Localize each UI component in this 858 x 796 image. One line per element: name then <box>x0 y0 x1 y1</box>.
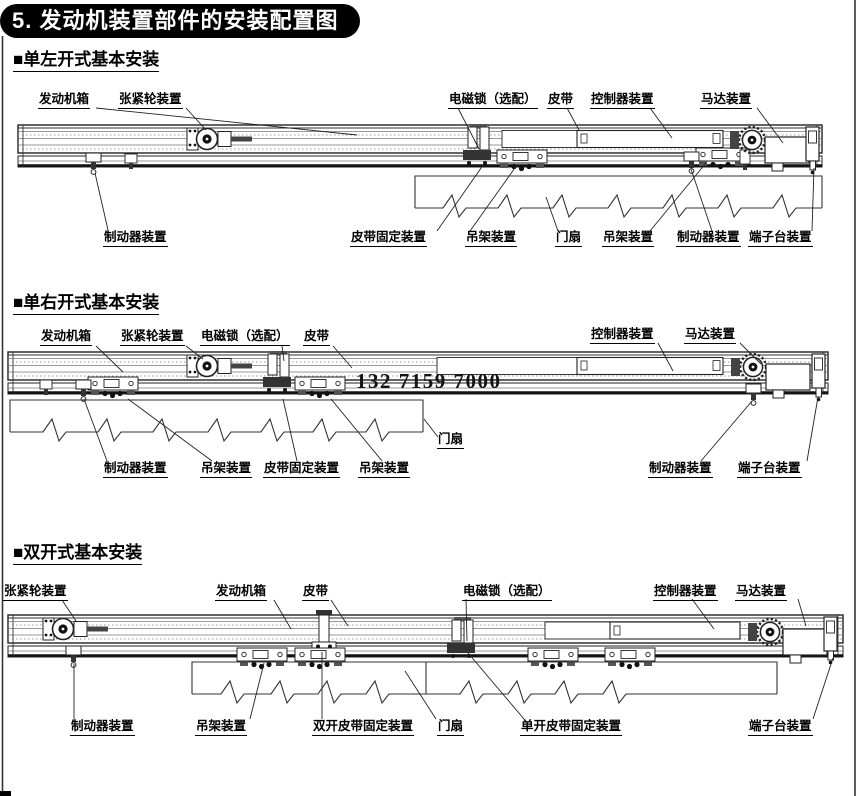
s2-hanger-rear <box>294 376 346 399</box>
s2-hanger-front <box>87 376 139 399</box>
s3-hanger-4 <box>604 647 656 670</box>
s2-door-label: 门扇 <box>437 432 465 449</box>
s1-brake-right-label: 制动器装置 <box>676 230 741 247</box>
page-title: 5. 发动机装置部件的安装配置图 <box>0 4 361 38</box>
s3-belt-section <box>544 621 611 640</box>
s2-motor-label: 马达装置 <box>684 327 737 344</box>
leader-lines-3 <box>61 598 834 720</box>
s1-tensioner-label: 张紧轮装置 <box>118 92 183 109</box>
section-3-heading: ■双开式基本安装 <box>13 538 143 565</box>
s1-controller-label: 控制器装置 <box>590 92 655 109</box>
s1-engine-box-label: 发动机箱 <box>38 92 91 109</box>
s3-belt-label: 皮带 <box>302 584 330 601</box>
s1-motor-label: 马达装置 <box>700 92 753 109</box>
s1-controller-box <box>576 129 724 149</box>
s1-belt-label: 皮带 <box>547 92 575 109</box>
s3-brake-left-label: 制动器装置 <box>70 719 135 736</box>
s1-hanger-front-label: 吊架装置 <box>465 230 518 247</box>
leader-lines-1 <box>94 107 815 232</box>
door-panel-1 <box>414 175 823 219</box>
s1-em-lock-label: 电磁锁（选配） <box>448 92 538 109</box>
s2-hanger-front-label: 吊架装置 <box>200 461 253 478</box>
s1-brake-left-label: 制动器装置 <box>103 230 168 247</box>
rail-1 <box>17 123 823 175</box>
s1-door-label: 门扇 <box>555 230 583 247</box>
s2-controller-box <box>576 356 724 376</box>
s1-belt-section <box>501 130 578 148</box>
rail-3 <box>7 609 844 670</box>
s3-hanger-3 <box>527 647 579 670</box>
s3-engine-box-label: 发动机箱 <box>215 584 268 601</box>
s1-belt-fixer-label: 皮带固定装置 <box>350 230 428 247</box>
s3-controller-box <box>609 621 741 640</box>
s2-hanger-rear-label: 吊架装置 <box>358 461 411 478</box>
s3-em-lock-label: 电磁锁（选配） <box>462 584 552 601</box>
section-2-heading: ■单右开式基本安装 <box>13 288 160 315</box>
rail-2 <box>7 350 829 406</box>
s3-hanger-1 <box>236 647 288 670</box>
s3-single-belt-fixer-label: 单开皮带固定装置 <box>520 719 623 736</box>
s3-hanger-label: 吊架装置 <box>195 719 248 736</box>
s1-terminal-label: 端子台装置 <box>748 230 813 247</box>
s2-belt-label: 皮带 <box>303 329 331 346</box>
s1-hanger-front <box>496 149 548 172</box>
s2-tensioner-label: 张紧轮装置 <box>120 329 185 346</box>
s2-terminal-label: 端子台装置 <box>737 461 802 478</box>
s3-motor-label: 马达装置 <box>735 584 788 601</box>
door-panel-3 <box>191 661 778 705</box>
section-1-heading: ■单左开式基本安装 <box>13 45 160 72</box>
door-panel-2 <box>9 399 424 443</box>
s3-terminal-label: 端子台装置 <box>748 719 813 736</box>
leader-lines-2 <box>83 342 819 462</box>
s2-belt-fixer-label: 皮带固定装置 <box>263 461 341 478</box>
s3-tensioner-label: 张紧轮装置 <box>3 584 68 601</box>
s2-engine-box-label: 发动机箱 <box>40 329 93 346</box>
s3-door-label: 门扇 <box>437 719 465 736</box>
s2-em-lock-label: 电磁锁（选配） <box>200 329 290 346</box>
s2-brake-left-label: 制动器装置 <box>103 461 168 478</box>
s3-hanger-2 <box>294 647 346 670</box>
s2-controller-label: 控制器装置 <box>590 327 655 344</box>
s3-controller-label: 控制器装置 <box>653 584 718 601</box>
s3-double-belt-fixer-label: 双开皮带固定装置 <box>312 719 415 736</box>
s1-hanger-rear-label: 吊架装置 <box>602 230 655 247</box>
s2-brake-right-label: 制动器装置 <box>648 461 713 478</box>
s2-brake-right <box>745 383 762 406</box>
watermark-phone-number: 132 7159 7000 <box>356 369 502 393</box>
